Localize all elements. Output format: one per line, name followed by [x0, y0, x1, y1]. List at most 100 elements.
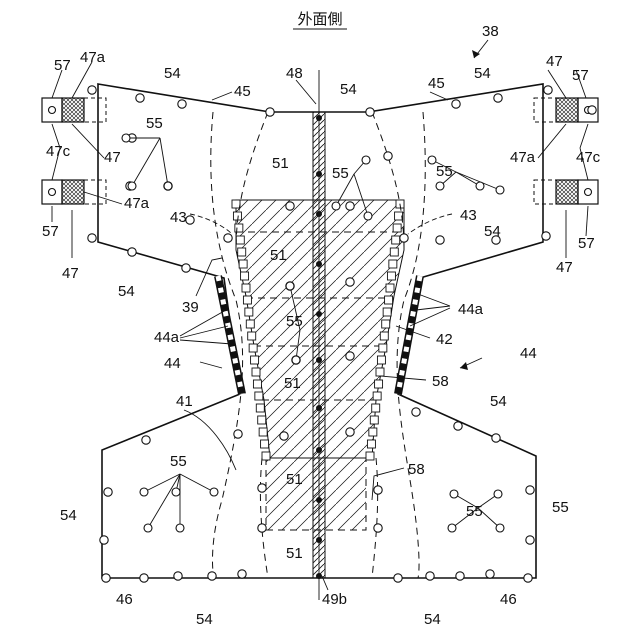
slit-hole [128, 182, 136, 190]
perforation-hole [100, 536, 108, 544]
gather-square-left [253, 380, 261, 388]
leg-elastic-left [218, 276, 242, 394]
perforation-hole [374, 486, 382, 494]
label-57-top-right: 57 [572, 67, 589, 84]
slit-hole [494, 490, 502, 498]
label-46-right: 46 [500, 591, 517, 608]
gather-square-right [392, 236, 400, 244]
gather-square-right [367, 440, 375, 448]
perforation-hole [452, 100, 460, 108]
slit-leader [132, 138, 160, 186]
label-49b: 49b [322, 591, 347, 608]
gather-square-left [235, 224, 243, 232]
label-54-top-right: 54 [474, 65, 491, 82]
gather-square-right [370, 416, 378, 424]
perforation-hole [88, 234, 96, 242]
gather-square-right [382, 320, 390, 328]
perforation-hole [412, 408, 420, 416]
label-44a-right: 44a [458, 301, 484, 318]
label-55-lower-left: 55 [170, 453, 187, 470]
perforation-hole [142, 436, 150, 444]
adhesive-dot [316, 357, 322, 363]
perforation-hole [544, 86, 552, 94]
label-54-bottom-right: 54 [424, 611, 441, 628]
adhesive-dot [316, 115, 322, 121]
slit-hole [428, 156, 436, 164]
label-46-left: 46 [116, 591, 133, 608]
gather-square-left [261, 440, 269, 448]
slit-hole [448, 524, 456, 532]
perforation-hole [400, 234, 408, 242]
adhesive-dot [316, 497, 322, 503]
label-47-left-mid: 47 [104, 149, 121, 166]
slit-hole [476, 182, 484, 190]
gather-square-left [259, 428, 267, 436]
label-51-mid: 51 [270, 247, 287, 264]
label-58-lower: 58 [408, 461, 425, 478]
label-45-left: 45 [234, 83, 251, 100]
slit-hole [140, 488, 148, 496]
label-55-lower-right: 55 [466, 503, 483, 520]
perforation-hole [174, 572, 182, 580]
gather-square-right [379, 344, 387, 352]
perforation-hole [526, 486, 534, 494]
gather-square-left [245, 308, 253, 316]
perforation-hole [346, 278, 354, 286]
perforation-hole [394, 574, 402, 582]
label-47c-left: 47c [46, 143, 71, 160]
gather-square-left [243, 296, 251, 304]
adhesive-dot [316, 447, 322, 453]
slit-hole [362, 156, 370, 164]
label-57-top-left: 57 [54, 57, 71, 74]
gather-square-right [375, 380, 383, 388]
gather-square-right [373, 392, 381, 400]
label-47a-right-mid: 47a [510, 149, 536, 166]
perforation-hole [208, 572, 216, 580]
label-54-bottom-left: 54 [196, 611, 213, 628]
figure-title: 外面側 [297, 10, 342, 28]
slit-leader [160, 138, 168, 186]
perforation-hole [266, 108, 274, 116]
slit-hole [172, 488, 180, 496]
perforation-hole [104, 488, 112, 496]
gather-square-left [262, 452, 270, 460]
perforation-hole [524, 574, 532, 582]
label-55-far-right: 55 [552, 499, 569, 516]
perforation-hole [224, 234, 232, 242]
slit-hole [496, 186, 504, 194]
perforation-hole [234, 430, 242, 438]
perforation-hole [258, 484, 266, 492]
perforation-hole [384, 152, 392, 160]
label-47a-left-mid: 47a [124, 195, 150, 212]
gather-square-left [232, 200, 240, 208]
gather-square-left [255, 392, 263, 400]
label-47-right-bottom: 47 [556, 259, 573, 276]
label-55-upper-center: 55 [332, 165, 349, 182]
gather-square-right [369, 428, 377, 436]
gather-square-left [256, 404, 264, 412]
perforation-hole [426, 572, 434, 580]
slit-hole [450, 490, 458, 498]
label-47c-right: 47c [576, 149, 601, 166]
label-47-left-bottom: 47 [62, 265, 79, 282]
perforation-hole [374, 524, 382, 532]
gather-square-left [249, 344, 257, 352]
slit-hole [144, 524, 152, 532]
perforation-hole [346, 352, 354, 360]
label-55-upper-right: 55 [436, 163, 453, 180]
label-51-bottom-b: 51 [286, 545, 303, 562]
label-43-left: 43 [170, 209, 187, 226]
perforation-hole [494, 94, 502, 102]
leg-elastic-right [398, 276, 420, 394]
perforation-hole [366, 108, 374, 116]
gather-square-left [251, 356, 259, 364]
label-47a-top-left: 47a [80, 49, 106, 66]
perforation-hole [238, 570, 246, 578]
label-51-lower: 51 [284, 375, 301, 392]
perforation-hole [258, 524, 266, 532]
perforation-hole [280, 432, 288, 440]
adhesive-dot [316, 405, 322, 411]
label-47-top-right: 47 [546, 53, 563, 70]
perforation-hole [486, 570, 494, 578]
